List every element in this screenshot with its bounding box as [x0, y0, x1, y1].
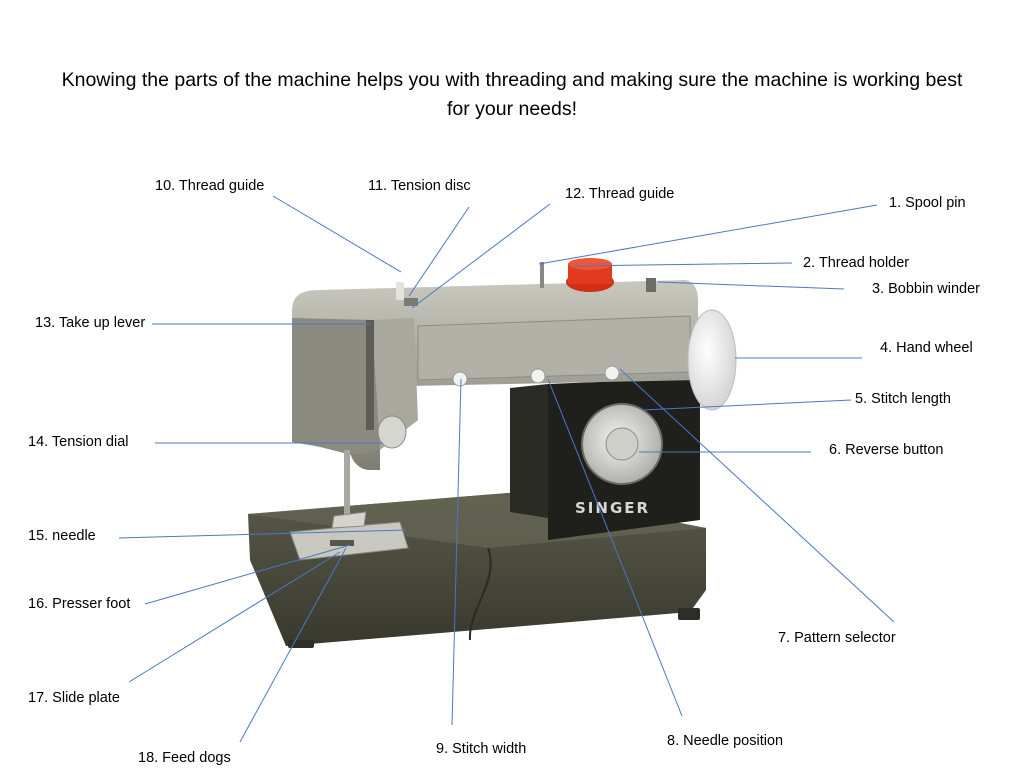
leader-line-needle-position — [547, 378, 683, 717]
machine-head — [292, 318, 380, 455]
power-cord — [468, 547, 492, 641]
label-stitch-width: 9. Stitch width — [436, 741, 527, 757]
leader-line-stitch-length — [642, 399, 852, 411]
leader-line-presser-foot — [144, 544, 351, 605]
leader-line-thread-holder — [572, 262, 793, 267]
leader-line-slide-plate — [128, 551, 341, 683]
stitch-width-knob — [452, 371, 468, 387]
label-pattern-selector: 7. Pattern selector — [778, 630, 896, 646]
leader-line-thread-guide-12 — [411, 203, 551, 309]
thread-spool-top — [568, 258, 612, 270]
machine-pillar — [510, 384, 548, 518]
label-needle-position: 8. Needle position — [667, 733, 784, 749]
spool-pin-shape — [540, 262, 544, 288]
label-thread-guide-10: 10. Thread guide — [155, 178, 265, 194]
leader-line-needle — [118, 529, 407, 539]
head-panel — [372, 318, 418, 450]
leader-line-pattern-selector — [619, 368, 895, 623]
thread-guide-shape — [396, 282, 404, 300]
label-thread-holder: 2. Thread holder — [803, 255, 910, 271]
label-presser-foot: 16. Presser foot — [28, 596, 131, 612]
leader-line-bobbin-winder — [657, 281, 845, 290]
label-tension-disc: 11. Tension disc — [368, 178, 471, 194]
leader-line-stitch-width — [451, 378, 462, 726]
label-thread-guide-12: 12. Thread guide — [565, 186, 675, 202]
label-reverse-button: 6. Reverse button — [829, 442, 944, 458]
leader-line-tension-disc — [408, 206, 470, 297]
needle-bar-shape — [344, 450, 350, 522]
label-needle: 15. needle — [28, 528, 96, 544]
label-tension-dial: 14. Tension dial — [28, 434, 129, 450]
label-spool-pin: 1. Spool pin — [889, 195, 966, 211]
stitch-length-knob — [604, 365, 620, 381]
label-feed-dogs: 18. Feed dogs — [138, 750, 231, 766]
label-bobbin-winder: 3. Bobbin winder — [872, 281, 981, 297]
label-hand-wheel: 4. Hand wheel — [880, 340, 973, 356]
leader-line-thread-guide-10 — [272, 195, 402, 273]
hand-wheel-shape — [687, 309, 737, 411]
leader-line-spool-pin — [538, 204, 878, 265]
diagram-title: Knowing the parts of the machine helps y… — [61, 69, 963, 120]
control-strip — [417, 315, 691, 381]
tension-dial-shape — [377, 415, 407, 449]
tension-disc-shape — [404, 298, 418, 306]
leader-line-feed-dogs — [239, 547, 347, 743]
pattern-selector-center — [605, 427, 639, 461]
foot-right — [678, 608, 700, 620]
sewing-machine: SINGER — [248, 258, 737, 648]
needle-position-knob — [530, 368, 546, 384]
feed-dogs-shape — [330, 540, 354, 546]
label-slide-plate: 17. Slide plate — [28, 690, 120, 706]
take-up-lever-shape — [366, 320, 374, 430]
label-take-up-lever: 13. Take up lever — [35, 315, 146, 331]
bobbin-winder-shape — [646, 278, 656, 292]
label-stitch-length: 5. Stitch length — [855, 391, 951, 407]
presser-foot-shape — [331, 511, 367, 529]
brand-logo: SINGER — [575, 499, 650, 517]
